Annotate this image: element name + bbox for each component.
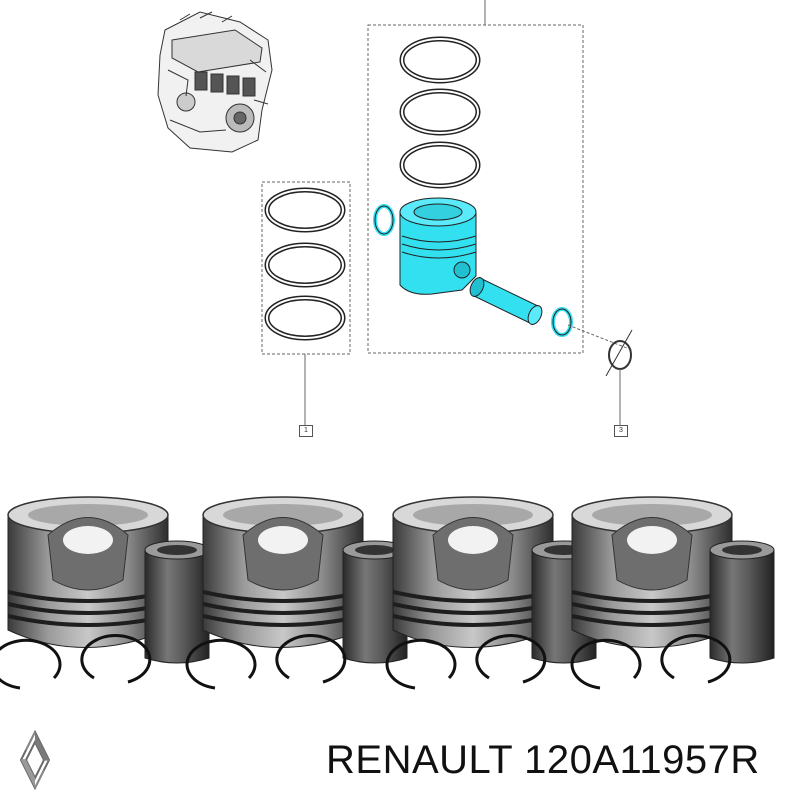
pistons-photo [0, 495, 775, 690]
part-number: 120A11957R [524, 738, 760, 782]
piston-pin-4 [709, 540, 775, 664]
circlip-part-3 [605, 329, 633, 377]
piston-4 [570, 495, 734, 650]
callout-3: 3 [614, 425, 628, 437]
leader-line [567, 324, 633, 351]
piston-2 [201, 495, 365, 650]
callout-1: 1 [299, 425, 313, 437]
piston-1 [6, 495, 170, 650]
part-caption: RENAULT 120A11957R [326, 738, 760, 783]
piston-assembly-group [367, 24, 584, 354]
engine-illustration [157, 11, 273, 153]
piston-3 [391, 495, 555, 650]
brand-name: RENAULT [326, 738, 513, 782]
piston-rings-set [264, 187, 346, 341]
highlighted-piston [373, 197, 573, 337]
piston-rings-in-assembly [399, 36, 481, 189]
renault-diamond-icon [5, 730, 65, 790]
exploded-diagram [157, 0, 633, 425]
